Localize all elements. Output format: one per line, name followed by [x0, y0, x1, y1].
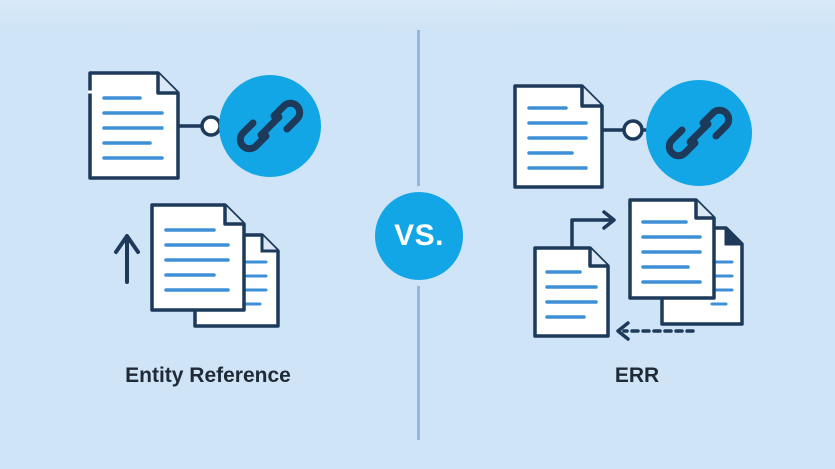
right-source-document-icon — [533, 246, 610, 338]
right-dashed-return-arrow-icon — [616, 321, 695, 341]
right-linked-document-icon — [513, 84, 604, 189]
right-caption: ERR — [614, 364, 660, 387]
right-document-stack-icon — [628, 198, 744, 326]
vs-badge: VS. — [375, 192, 463, 280]
left-link-icon — [219, 75, 321, 177]
left-linked-document-icon — [88, 71, 180, 180]
left-document-stack-icon — [150, 203, 280, 328]
right-connector — [602, 119, 652, 141]
right-link-icon — [646, 80, 752, 186]
vs-label: VS. — [394, 219, 444, 252]
left-caption: Entity Reference — [125, 364, 291, 387]
top-band — [0, 0, 835, 28]
up-arrow-icon — [114, 234, 140, 284]
right-forward-arrow-icon — [570, 210, 616, 248]
